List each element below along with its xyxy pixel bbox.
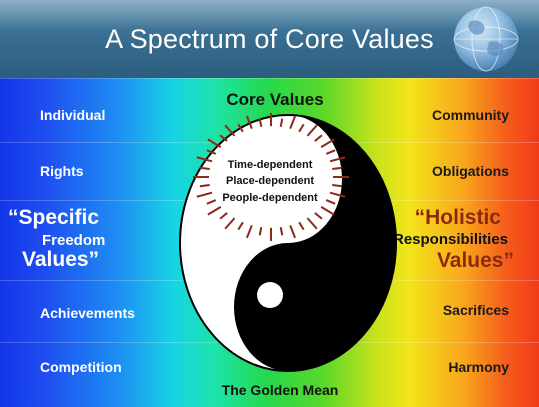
sunburst-ray xyxy=(224,217,236,230)
sunburst-ray xyxy=(329,156,346,163)
right-item-harmony: Harmony xyxy=(448,359,509,375)
left-item-individual: Individual xyxy=(40,107,106,123)
title-bar-shine xyxy=(0,0,539,30)
right-item-community: Community xyxy=(432,107,509,123)
sunburst-ray xyxy=(332,166,343,171)
sunburst-ray xyxy=(325,199,336,205)
sunburst-ray xyxy=(224,124,236,137)
sunburst-ray xyxy=(196,191,213,198)
globe-icon xyxy=(453,6,519,72)
sunburst-ray xyxy=(207,138,222,148)
center-line-people: People-dependent xyxy=(222,192,318,204)
left-item-achievements: Achievements xyxy=(40,305,135,321)
center-line-time: Time-dependent xyxy=(227,159,313,171)
row-divider xyxy=(0,78,539,79)
right-item-obligations: Obligations xyxy=(432,163,509,179)
sunburst-ray xyxy=(196,156,213,163)
sunburst-ray xyxy=(219,212,228,220)
sunburst-ray xyxy=(314,134,323,142)
sunburst-ray xyxy=(279,227,284,236)
sunburst-ray xyxy=(289,115,297,130)
sunburst-ray xyxy=(332,183,343,188)
sunburst-ray xyxy=(199,166,210,171)
title-bar: A Spectrum of Core Values xyxy=(0,0,539,78)
sunburst-ray xyxy=(206,199,217,205)
sunburst-ray xyxy=(325,149,336,155)
sunburst-ray xyxy=(289,224,297,239)
sunburst-ray xyxy=(306,124,318,137)
holistic-values-close: Values” xyxy=(436,249,514,272)
golden-mean-label: The Golden Mean xyxy=(221,382,339,398)
sunburst-rays xyxy=(193,113,349,241)
left-item-rights: Rights xyxy=(40,163,84,179)
sunburst-ray xyxy=(329,191,346,198)
sunburst-ray xyxy=(258,118,263,127)
specific-values-open: “Specific xyxy=(8,206,100,229)
sunburst-ray xyxy=(279,118,284,127)
sunburst-ray xyxy=(199,183,210,188)
sunburst-ray xyxy=(207,206,222,216)
sunburst-ray xyxy=(237,123,244,133)
sunburst-ray xyxy=(320,206,335,216)
left-item-competition: Competition xyxy=(40,359,122,375)
sunburst-ray xyxy=(245,115,253,130)
sunburst-ray xyxy=(237,221,244,231)
center-line-place: Place-dependent xyxy=(225,175,315,187)
sunburst-ray xyxy=(206,149,217,155)
freedom-label: Freedom xyxy=(42,232,106,249)
specific-values-close: Values” xyxy=(22,248,100,271)
sunburst-ray xyxy=(306,217,318,230)
core-values-title: Core Values xyxy=(226,90,324,109)
sunburst-ray xyxy=(314,212,323,220)
right-item-sacrifices: Sacrifices xyxy=(442,302,509,318)
sunburst-ray xyxy=(298,221,305,231)
sunburst-ray xyxy=(219,134,228,142)
responsibilities-label: Responsibilities xyxy=(393,231,509,248)
sunburst-ray xyxy=(258,227,263,236)
holistic-values-open: “Holistic xyxy=(414,206,501,229)
sunburst-ray xyxy=(245,224,253,239)
slide-title: A Spectrum of Core Values xyxy=(105,24,434,54)
sunburst-ray xyxy=(298,123,305,133)
sunburst-ray xyxy=(320,138,335,148)
yin-yang-icon xyxy=(179,113,397,372)
